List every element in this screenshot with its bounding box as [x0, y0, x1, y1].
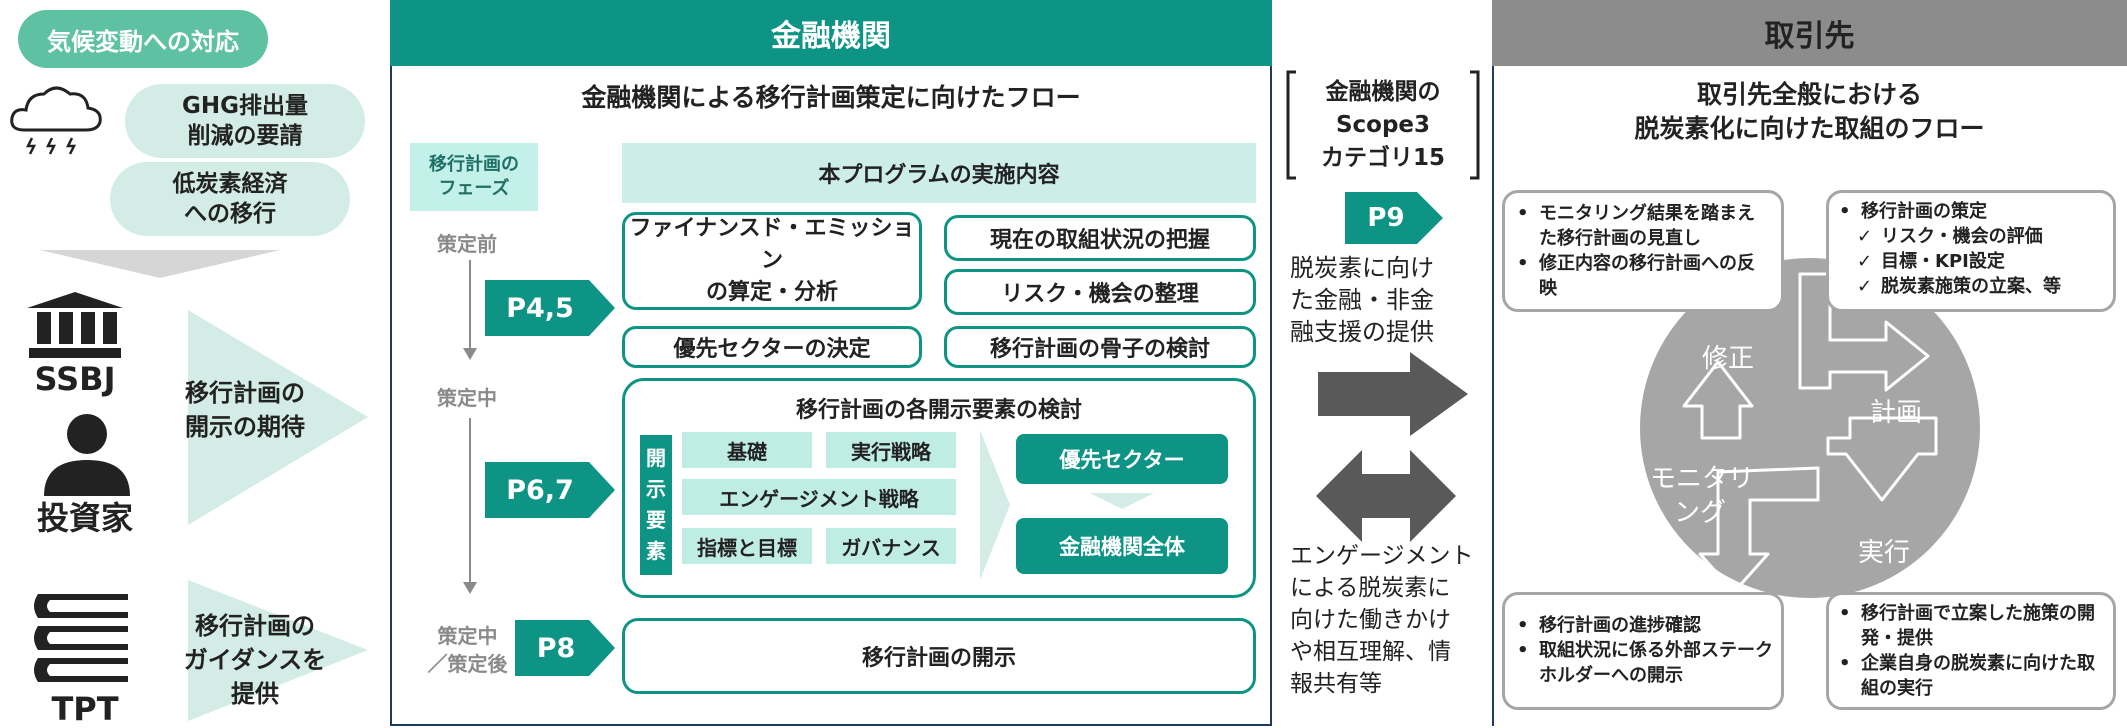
client-box-plan: 移行計画の策定 リスク・機会の評価 目標・KPI設定 脱炭素施策の立案、等 — [1826, 190, 2116, 312]
element-strategy: 実行戦略 — [826, 432, 956, 468]
cycle-revise: 修正 — [1702, 344, 1755, 374]
climate-header: 気候変動への対応 — [18, 10, 268, 68]
fi-header: 金融機関 — [390, 0, 1272, 66]
cycle-monitor: モニタリング — [1650, 464, 1755, 528]
guidance-arrow-shape — [188, 580, 368, 721]
client-header: 取引先 — [1492, 0, 2127, 66]
phase-before: 策定前 — [437, 232, 497, 256]
skeleton-review-box: 移行計画の骨子の検討 — [944, 326, 1256, 368]
phase-during-after: 策定中／策定後 — [427, 624, 508, 676]
elements-arrow-shape — [980, 430, 1010, 580]
client-box-monitor: 移行計画の進捗確認 取組状況に係る外部ステークホルダーへの開示 — [1502, 592, 1784, 710]
elements-vertical-label: 開示 要素 — [640, 435, 672, 575]
p67-label: P6,7 — [506, 474, 574, 506]
p9-label: P9 — [1367, 203, 1405, 233]
support-text: 脱炭素に向けた金融・非金融支援の提供 — [1290, 254, 1434, 346]
expect-text: 移行計画の開示の期待 — [185, 379, 305, 441]
p45-label: P4,5 — [506, 292, 574, 324]
cycle-plan: 計画 — [1870, 398, 1923, 428]
p8-tag-shape — [515, 620, 615, 676]
cloud-rain-icon — [10, 86, 102, 155]
phase-timeline — [463, 260, 477, 594]
bank-icon — [27, 292, 123, 358]
whole-institution-box: 金融機関全体 — [1016, 518, 1228, 574]
current-status-box: 現在の取組状況の把握 — [944, 215, 1256, 261]
phase-label: 移行計画のフェーズ — [410, 143, 538, 211]
priority-sector-box: 優先セクター — [1016, 434, 1228, 484]
tpt-label: TPT — [51, 690, 119, 728]
sector-to-whole-arrow — [1090, 493, 1154, 509]
low-carbon-bubble: 低炭素経済への移行 — [110, 162, 350, 236]
investor-label: 投資家 — [36, 499, 133, 537]
program-label: 本プログラムの実施内容 — [622, 143, 1256, 203]
books-icon — [34, 594, 128, 682]
fi-title: 金融機関による移行計画策定に向けたフロー — [581, 83, 1081, 112]
bidirectional-arrow-shape — [1316, 450, 1456, 542]
p8-label: P8 — [536, 632, 576, 664]
p9-tag-shape — [1345, 192, 1443, 244]
cycle-execute: 実行 — [1858, 538, 1911, 568]
disclosure-elements-title: 移行計画の各開示要素の検討 — [795, 398, 1082, 423]
guidance-text: 移行計画のガイダンスを提供 — [183, 612, 327, 708]
financed-emission-box: ファイナンスド・エミッションの算定・分析 — [622, 212, 922, 310]
right-arrow-shape — [1318, 352, 1468, 436]
p67-tag-shape — [485, 462, 615, 518]
client-title: 取引先全般における脱炭素化に向けた取組のフロー — [1634, 80, 1985, 143]
engagement-text: エンゲージメントによる脱炭素に 向けた働きかけや相互理解、情 報共有等 — [1290, 543, 1474, 697]
client-panel — [1492, 66, 2127, 726]
ghg-bubble: GHG排出量削減の要請 — [125, 84, 365, 158]
person-icon — [44, 414, 130, 496]
priority-sector-decision-box: 優先セクターの決定 — [622, 326, 922, 368]
plan-disclosure-box: 移行計画の開示 — [622, 618, 1256, 694]
element-engagement: エンゲージメント戦略 — [682, 479, 956, 515]
down-chevron-shape — [40, 250, 280, 278]
element-governance: ガバナンス — [826, 528, 956, 564]
client-box-revise: モニタリング結果を踏まえた移行計画の見直し 修正内容の移行計画への反映 — [1502, 190, 1784, 312]
p45-tag-shape — [485, 280, 615, 336]
element-metrics: 指標と目標 — [682, 528, 812, 564]
risk-opportunity-box: リスク・機会の整理 — [944, 269, 1256, 315]
ssbj-label: SSBJ — [34, 360, 116, 398]
phase-during: 策定中 — [437, 386, 497, 410]
scope3-bracket — [1286, 70, 1480, 180]
expect-arrow-shape — [188, 310, 368, 525]
element-basics: 基礎 — [682, 432, 812, 468]
client-box-execute: 移行計画で立案した施策の開発・提供 企業自身の脱炭素に向けた取組の実行 — [1826, 592, 2116, 710]
